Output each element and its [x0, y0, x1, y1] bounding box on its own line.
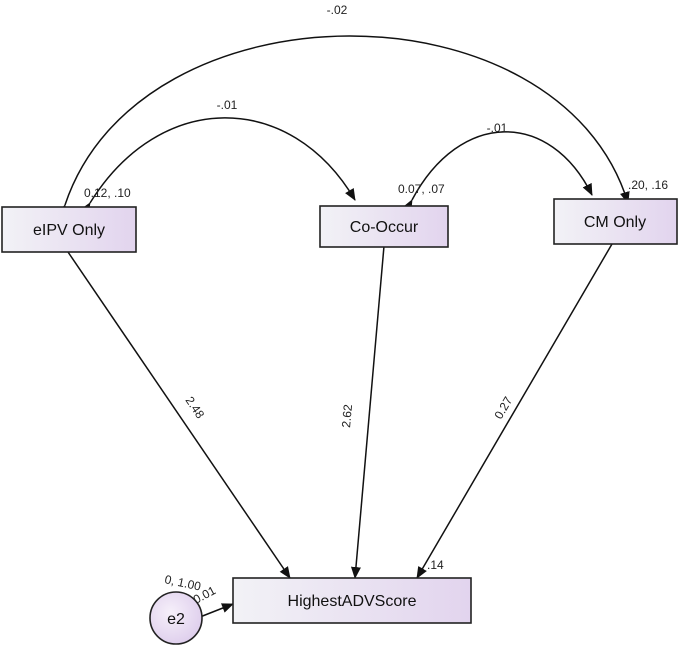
cooccur-variance-label: 0.07, .07 — [398, 182, 445, 196]
node-eipv-only: eIPV Only — [1, 206, 137, 253]
path-error-to-outcome — [199, 603, 234, 618]
node-error-e2-label: e2 — [167, 611, 185, 628]
cm-variance-label: .20, .16 — [628, 178, 668, 192]
node-error-e2: e2 — [149, 591, 203, 645]
covariance-cooccur-cm-label: -.01 — [487, 121, 508, 135]
node-eipv-only-label: eIPV Only — [33, 222, 105, 239]
path-eipv-to-outcome — [67, 251, 291, 579]
path-cooccur-coefficient-label: 2.62 — [339, 403, 355, 428]
covariance-eipv-cm-label: -.02 — [327, 3, 348, 17]
covariance-eipv-cooccur-arc — [79, 117, 356, 215]
covariance-eipv-cooccur-label: -.01 — [217, 98, 238, 112]
outcome-r2-label: .14 — [427, 558, 444, 572]
eipv-variance-label: 0.12, .10 — [84, 186, 131, 200]
path-cooccur-to-outcome — [350, 245, 385, 579]
node-highest-adv-score-label: HighestADVScore — [288, 593, 417, 610]
node-cm-only: CM Only — [553, 198, 678, 245]
covariance-cooccur-cm-arc — [402, 131, 593, 213]
path-eipv-coefficient-label: 2.48 — [183, 394, 208, 421]
path-cm-to-outcome — [416, 243, 613, 579]
node-cm-only-label: CM Only — [584, 214, 646, 231]
covariance-eipv-cm-arc — [56, 35, 630, 218]
node-co-occur-label: Co-Occur — [350, 219, 419, 236]
node-co-occur: Co-Occur — [319, 205, 449, 248]
path-cm-coefficient-label: 0.27 — [491, 394, 515, 422]
node-highest-adv-score: HighestADVScore — [232, 577, 472, 624]
